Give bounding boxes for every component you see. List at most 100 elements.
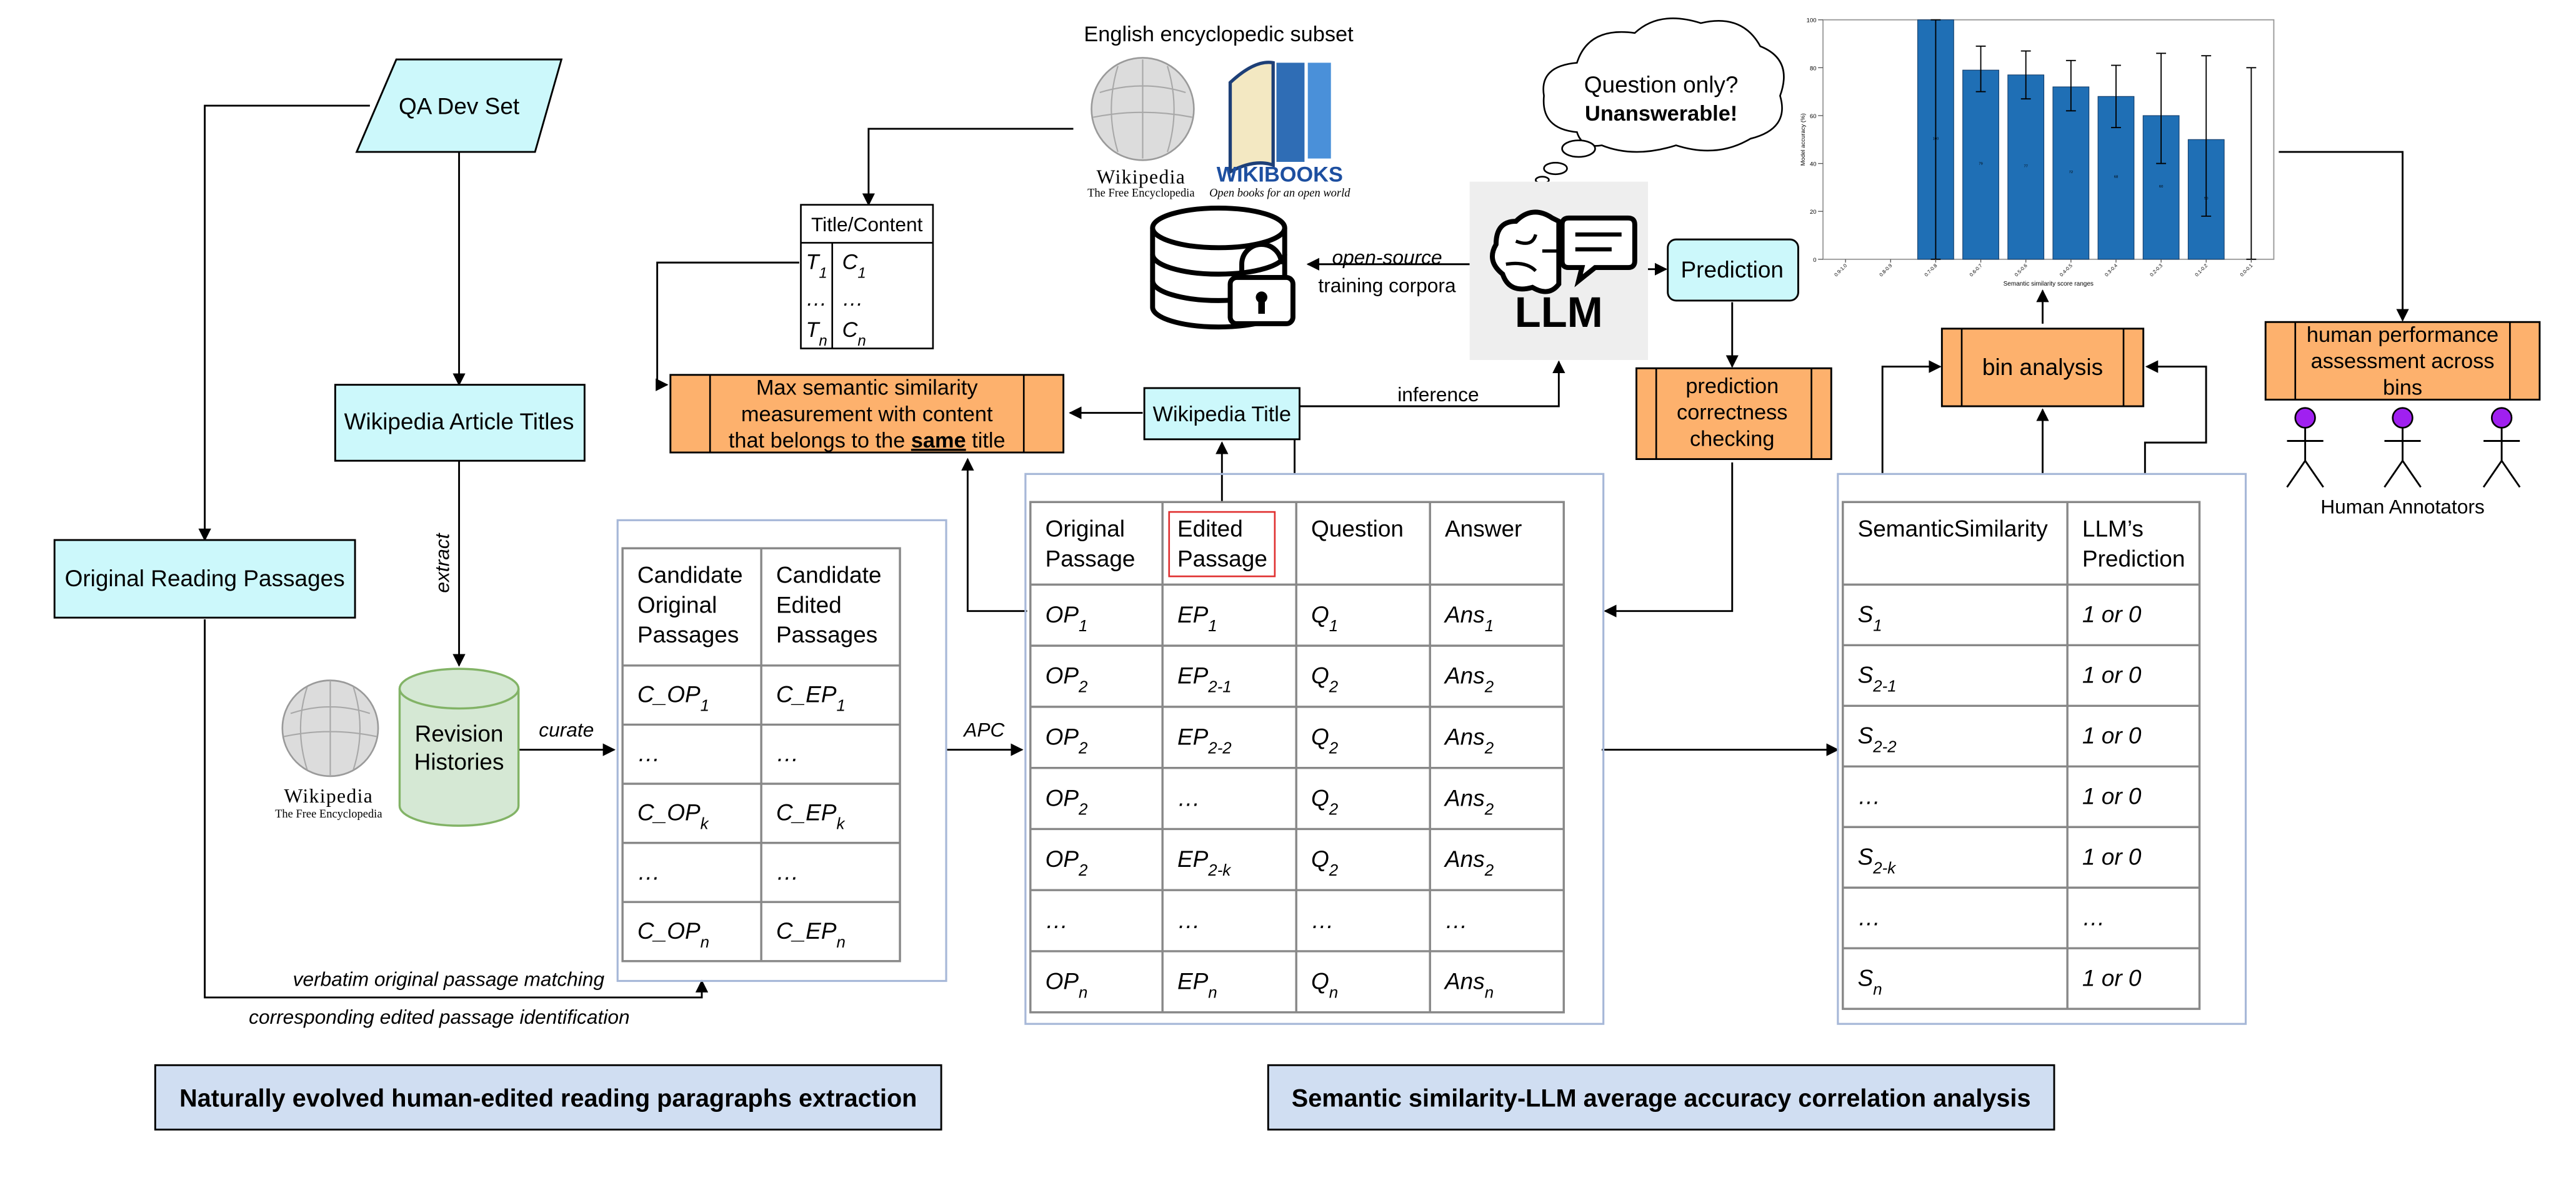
table-header-cell: Candidate [637, 562, 743, 588]
table-cell: 1 or 0 [2082, 662, 2142, 688]
revision-label-2: Histories [414, 749, 504, 774]
annotator-icon [2482, 407, 2521, 488]
table-cell: Ans2 [1444, 663, 1494, 696]
chart-xtick-label: 0.4-0.5 [2059, 262, 2074, 278]
thought-line-2: Unanswerable! [1585, 102, 1737, 126]
curate-label: curate [539, 718, 594, 741]
human-annotators [2286, 407, 2521, 488]
table-header-cell: Passage [1177, 546, 1267, 571]
table-header-cell: Edited [776, 592, 842, 618]
table-cell: … [2082, 904, 2105, 930]
table-cell: … [1046, 908, 1069, 933]
chart-ylabel: Model accuracy (%) [1800, 113, 1807, 166]
table-cell: C_EPn [776, 918, 846, 951]
table-cell: Q1 [1311, 602, 1338, 635]
chart-bar-label: 72 [2069, 171, 2073, 174]
human-perf-line-2: assessment across [2311, 349, 2495, 373]
main-table-panel [1024, 472, 1605, 1025]
chart-xtick-label: 0.0-0.1 [2239, 262, 2254, 278]
table-cell: EP1 [1177, 602, 1217, 635]
table-header-cell: LLM’s [2082, 516, 2144, 542]
chart-xtick-label: 0.5-0.6 [2014, 262, 2029, 278]
arrow-inference [1294, 360, 1565, 474]
table-header-cell: Original [637, 592, 717, 618]
right-caption: Semantic similarity-LLM average accuracy… [1292, 1084, 2031, 1112]
chart-ytick-label: 20 [1810, 209, 1817, 216]
table-cell: OP2 [1046, 663, 1088, 696]
chart-bar-label: 79 [1979, 162, 1982, 166]
corresponding-label: corresponding edited passage identificat… [249, 1006, 630, 1028]
human-annotators-label: Human Annotators [2320, 496, 2484, 518]
table-cell: Ans1 [1444, 602, 1494, 635]
bin-analysis-label: bin analysis [1982, 354, 2103, 380]
tc-content-cell: Cn [842, 318, 866, 349]
tc-content-cell: C1 [842, 251, 866, 282]
chart-xtick-label: 0.3-0.4 [2104, 262, 2119, 278]
table-cell: 1 or 0 [2082, 965, 2142, 991]
max-sim-line-3: that belongs to the same title [729, 429, 1006, 452]
table-cell: S2-1 [1858, 662, 1897, 695]
arrow-table-to-maxsim [961, 458, 1027, 612]
table-cell: EPn [1177, 969, 1217, 1002]
training-corpora-label: training corpora [1318, 274, 1456, 297]
table-cell: EP2-k [1177, 846, 1232, 879]
wiki-titles-node: Wikipedia Article Titles [334, 384, 586, 462]
wikipedia-small-tagline: The Free Encyclopedia [275, 808, 382, 820]
chart-ytick-label: 80 [1810, 65, 1817, 72]
tc-content-cell: … [842, 287, 864, 311]
chart-xtick-label: 0.7-0.8 [1924, 262, 1939, 278]
table-cell: Ans2 [1444, 846, 1494, 879]
inference-label: inference [1397, 383, 1479, 406]
chart-bar [2007, 74, 2045, 260]
arrow-checking-to-table [1604, 462, 1734, 618]
edited-passage-highlight [1168, 511, 1276, 578]
left-caption: Naturally evolved human-edited reading p… [179, 1084, 917, 1112]
open-source-label: open-source [1332, 246, 1442, 269]
chart-bar-label: 77 [2024, 164, 2027, 168]
table-header-cell: Passages [776, 622, 877, 648]
human-perf-line-1: human performance [2307, 323, 2499, 347]
sim-table-panel [1837, 472, 2247, 1025]
wikipedia-large-tagline: The Free Encyclopedia [1087, 186, 1194, 199]
chart-xlabel: Semantic similarity score ranges [2004, 281, 2094, 288]
table-header-cell: Question [1311, 516, 1404, 542]
revision-label-1: Revision [415, 721, 504, 746]
human-perf-node: human performance assessment across bins [2264, 321, 2541, 401]
chart-bar-label: 68 [2114, 176, 2118, 179]
table-cell: … [1177, 908, 1201, 933]
table-cell: S2-k [1858, 844, 1897, 877]
table-cell: S2-2 [1858, 722, 1897, 756]
annotator-icon [2286, 407, 2324, 488]
table-cell: Ansn [1444, 969, 1494, 1002]
table-cell: C_OPn [637, 918, 709, 951]
chart-xtick-label: 0.9-1.0 [1833, 262, 1848, 278]
table-header-cell: SemanticSimilarity [1858, 516, 2049, 542]
wikibooks-logo: WIKIBOOKS Open books for an open world [1209, 61, 1350, 199]
wikipedia-title-node: Wikipedia Title [1143, 387, 1300, 441]
tc-title-cell: Tn [806, 318, 827, 349]
table-cell: EP2-2 [1177, 724, 1232, 758]
arrow-wiki-to-titlecontent [862, 128, 1074, 206]
table-cell: … [1858, 783, 1881, 809]
table-cell: OPn [1046, 969, 1088, 1002]
llm-label: LLM [1515, 288, 1603, 336]
max-similarity-node: Max semantic similarity measurement with… [669, 374, 1065, 454]
chart-xtick-label: 0.1-0.2 [2194, 262, 2209, 278]
chart-ytick-label: 60 [1810, 113, 1817, 120]
title-content-header: Title/Content [811, 213, 923, 236]
table-header-cell: Prediction [2082, 546, 2185, 571]
qa-dev-set-node: QA Dev Set [355, 58, 563, 153]
table-cell: Q2 [1311, 785, 1339, 818]
correctness-node: prediction correctness checking [1635, 367, 1832, 461]
table-cell: S1 [1858, 601, 1882, 634]
table-cell: 1 or 0 [2082, 722, 2142, 748]
table-cell: Ans2 [1444, 785, 1494, 818]
revision-histories-node: Revision Histories [398, 668, 520, 827]
table-cell: OP1 [1046, 602, 1088, 635]
